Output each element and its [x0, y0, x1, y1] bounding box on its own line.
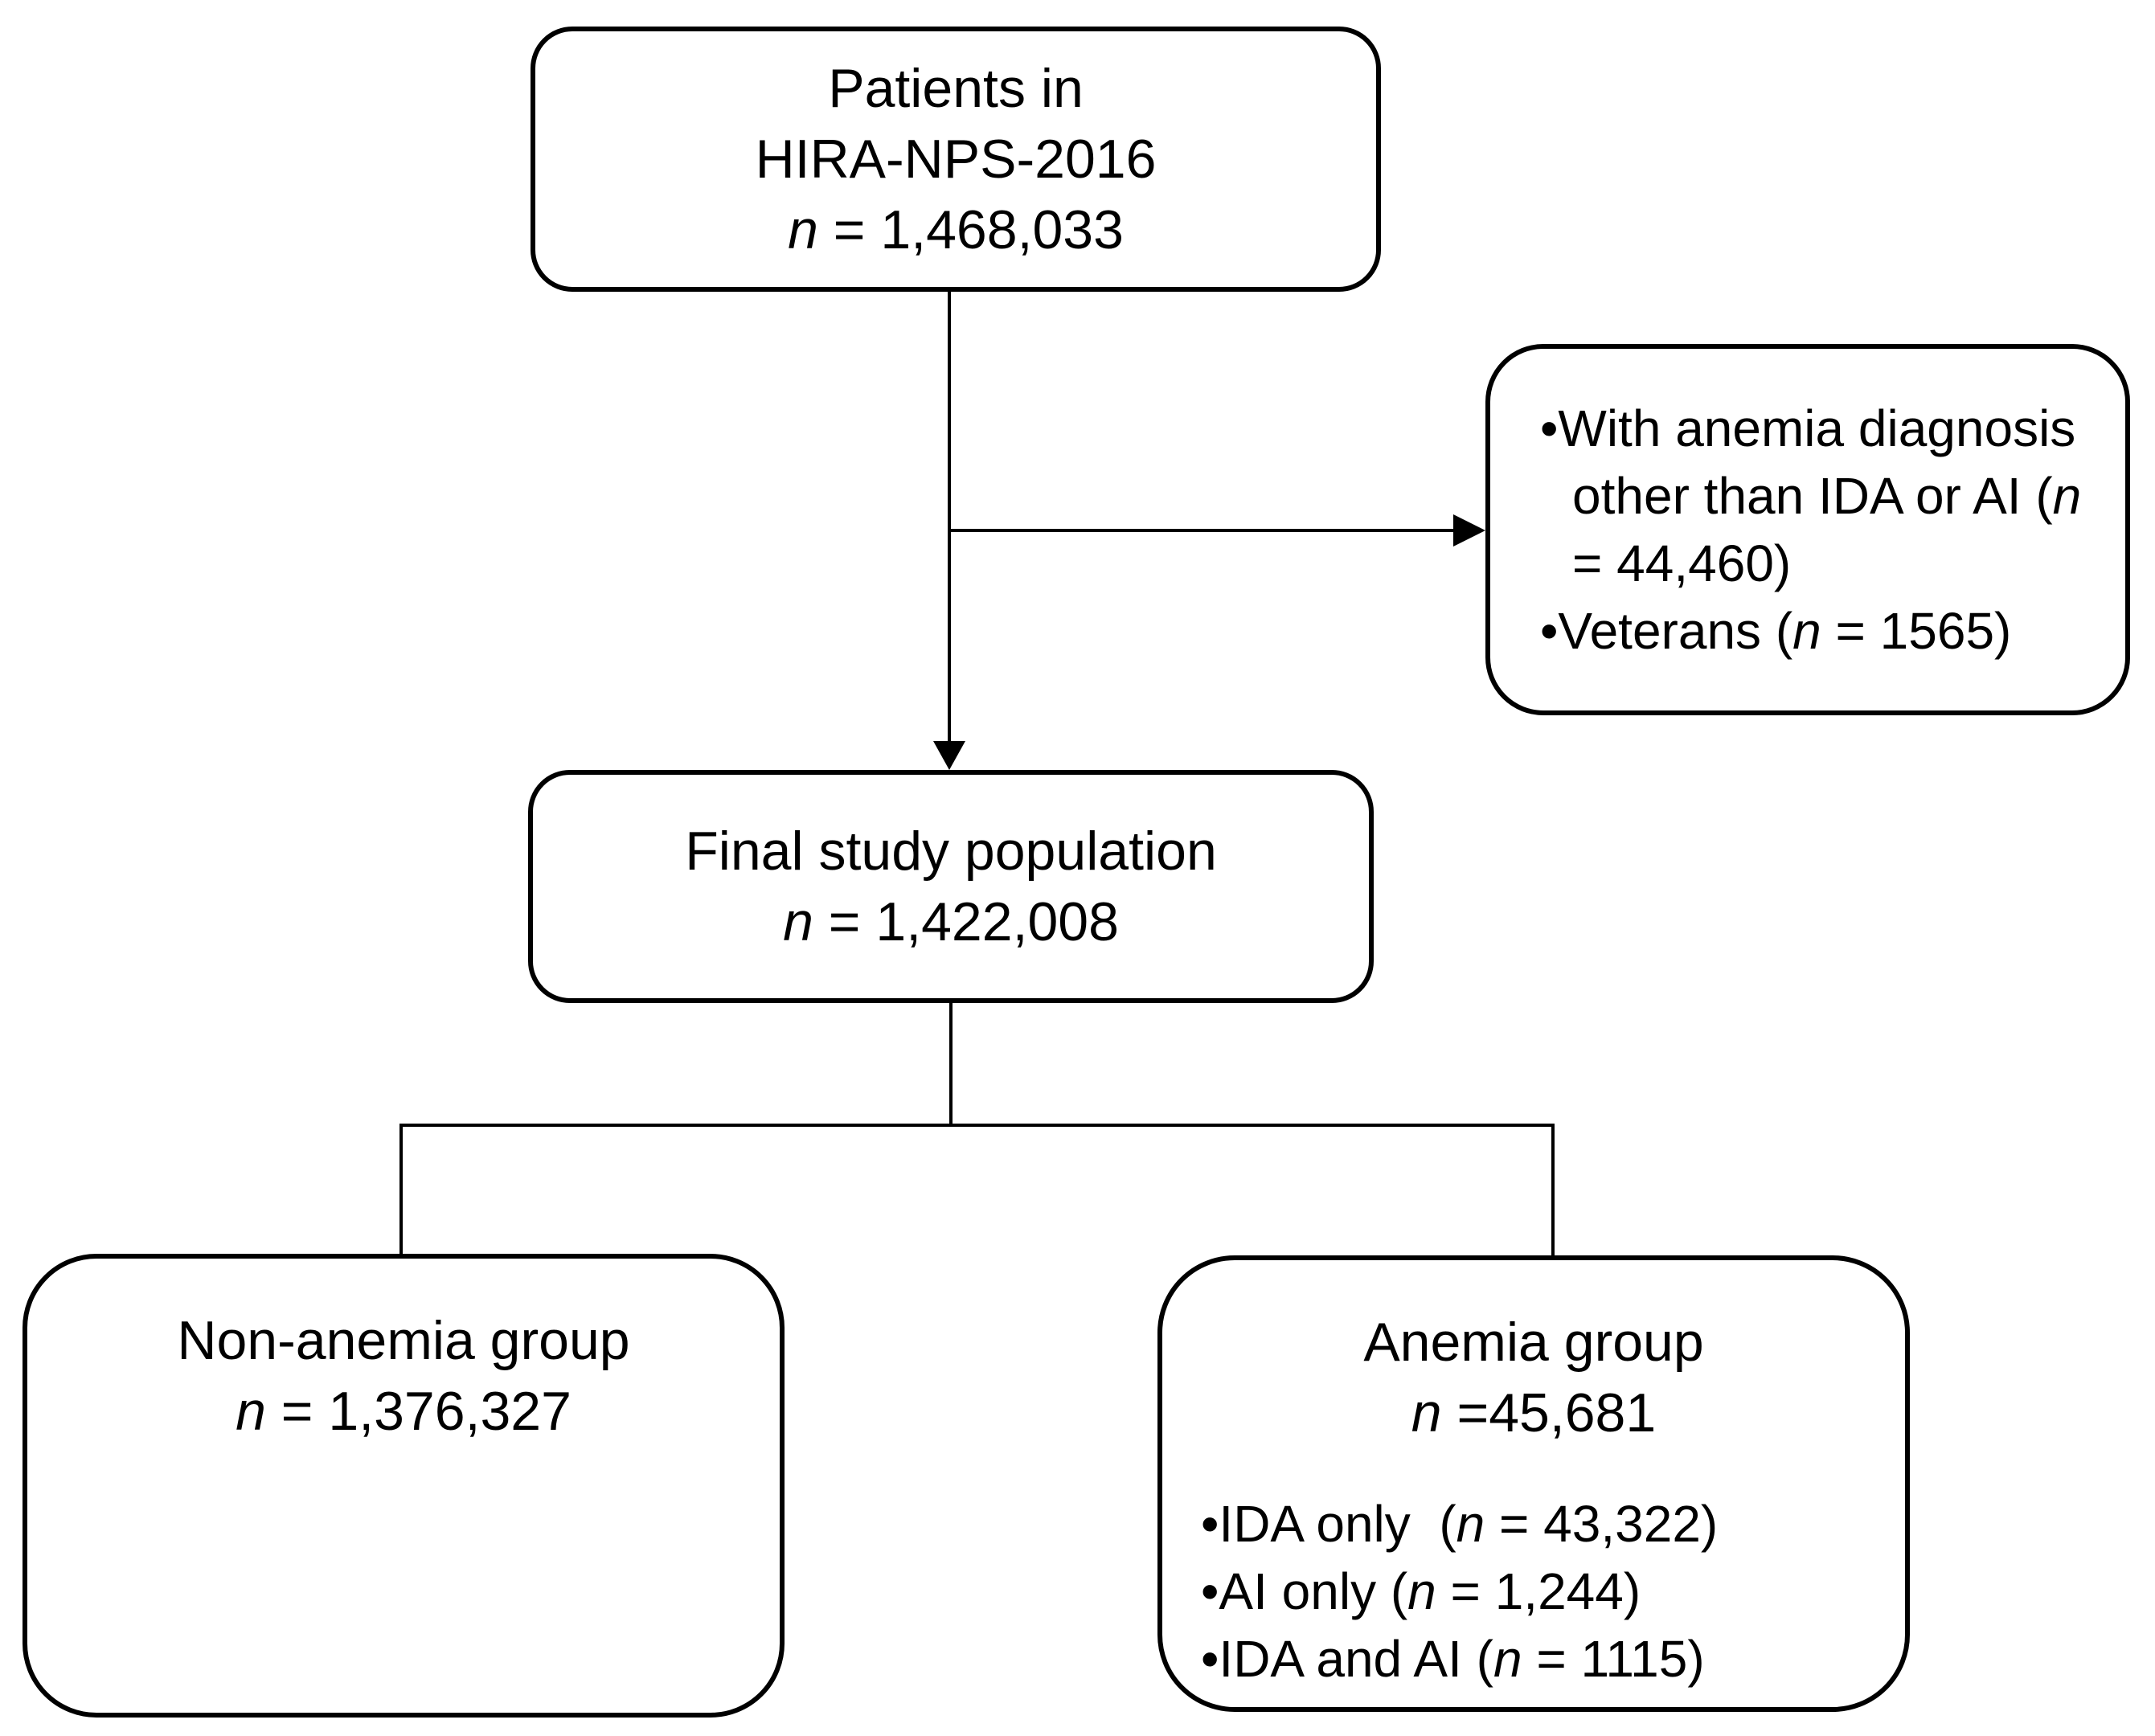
final-count: n = 1,422,008	[783, 886, 1119, 957]
anemia-item-ida-and-ai: •IDA and AI (n = 1115)	[1201, 1625, 1889, 1693]
bullet-icon: •	[1201, 1562, 1219, 1620]
n-symbol: n	[1493, 1630, 1522, 1688]
source-line-1: Patients in	[828, 58, 1084, 119]
exclusion-item-count: = 44,460)	[1572, 467, 2096, 592]
anemia-item-count: = 1115)	[1522, 1630, 1705, 1688]
final-population-box: Final study population n = 1,422,008	[528, 770, 1374, 1003]
anemia-count: n =45,681	[1162, 1378, 1905, 1448]
anemia-subgroup-list: •IDA only (n = 43,322) •AI only (n = 1,2…	[1201, 1490, 1889, 1693]
anemia-item-text: AI only (	[1219, 1562, 1408, 1620]
final-count-value: = 1,422,008	[813, 891, 1119, 952]
source-population-box: Patients in HIRA-NPS-2016 n = 1,468,033	[531, 27, 1381, 292]
anemia-group-box: Anemia group n =45,681 •IDA only (n = 43…	[1157, 1255, 1910, 1712]
non-anemia-count: n = 1,376,327	[27, 1376, 780, 1447]
bullet-icon: •	[1540, 399, 1559, 457]
arrow-right-icon	[1453, 514, 1485, 547]
non-anemia-title: Non-anemia group n = 1,376,327	[27, 1305, 780, 1447]
anemia-title: Anemia group n =45,681	[1162, 1307, 1905, 1448]
connector-branch-to-exclusion	[949, 529, 1457, 532]
connector-final-to-split	[949, 1003, 953, 1125]
source-count-value: = 1,468,033	[817, 199, 1124, 260]
n-symbol: n	[1792, 602, 1821, 660]
non-anemia-group-box: Non-anemia group n = 1,376,327	[23, 1254, 785, 1718]
n-symbol: n	[788, 199, 818, 260]
exclusion-item-count: = 1565)	[1821, 602, 2012, 660]
n-symbol: n	[1456, 1495, 1485, 1553]
exclusion-item-text: With anemia diagnosis other than IDA or …	[1558, 399, 2091, 525]
exclusion-item-text: Veterans (	[1558, 602, 1793, 660]
bullet-icon: •	[1201, 1630, 1219, 1688]
anemia-item-ai-only: •AI only (n = 1,244)	[1201, 1558, 1889, 1625]
bullet-icon: •	[1201, 1495, 1219, 1553]
arrow-down-icon	[933, 741, 965, 770]
n-symbol: n	[1411, 1382, 1442, 1443]
connector-split-right-drop	[1551, 1124, 1555, 1257]
bullet-icon: •	[1540, 602, 1559, 660]
exclusion-item-veterans: •Veterans (n = 1565)	[1540, 597, 2101, 665]
anemia-item-count: = 1,244)	[1436, 1562, 1641, 1620]
final-line-1: Final study population	[685, 821, 1217, 882]
source-count: n = 1,468,033	[788, 194, 1124, 265]
exclusion-item-other-anemia: •With anemia diagnosis other than IDA or…	[1540, 395, 2101, 597]
exclusion-box: •With anemia diagnosis other than IDA or…	[1485, 344, 2130, 715]
anemia-item-ida-only: •IDA only (n = 43,322)	[1201, 1490, 1889, 1558]
anemia-item-text: IDA and AI (	[1219, 1630, 1493, 1688]
connector-split-left-drop	[399, 1124, 403, 1255]
anemia-count-value: =45,681	[1441, 1382, 1657, 1443]
exclusion-list: •With anemia diagnosis other than IDA or…	[1490, 395, 2125, 665]
non-anemia-line-1: Non-anemia group	[177, 1310, 630, 1371]
n-symbol: n	[2052, 467, 2082, 525]
connector-source-to-final	[948, 289, 951, 744]
anemia-item-text: IDA only (	[1219, 1495, 1456, 1553]
source-line-2: HIRA-NPS-2016	[755, 129, 1157, 190]
non-anemia-count-value: = 1,376,327	[265, 1381, 572, 1442]
n-symbol: n	[783, 891, 813, 952]
anemia-line-1: Anemia group	[1363, 1312, 1704, 1373]
n-symbol: n	[236, 1381, 266, 1442]
anemia-item-count: = 43,322)	[1485, 1495, 1719, 1553]
connector-split-bar	[399, 1124, 1555, 1127]
n-symbol: n	[1407, 1562, 1436, 1620]
